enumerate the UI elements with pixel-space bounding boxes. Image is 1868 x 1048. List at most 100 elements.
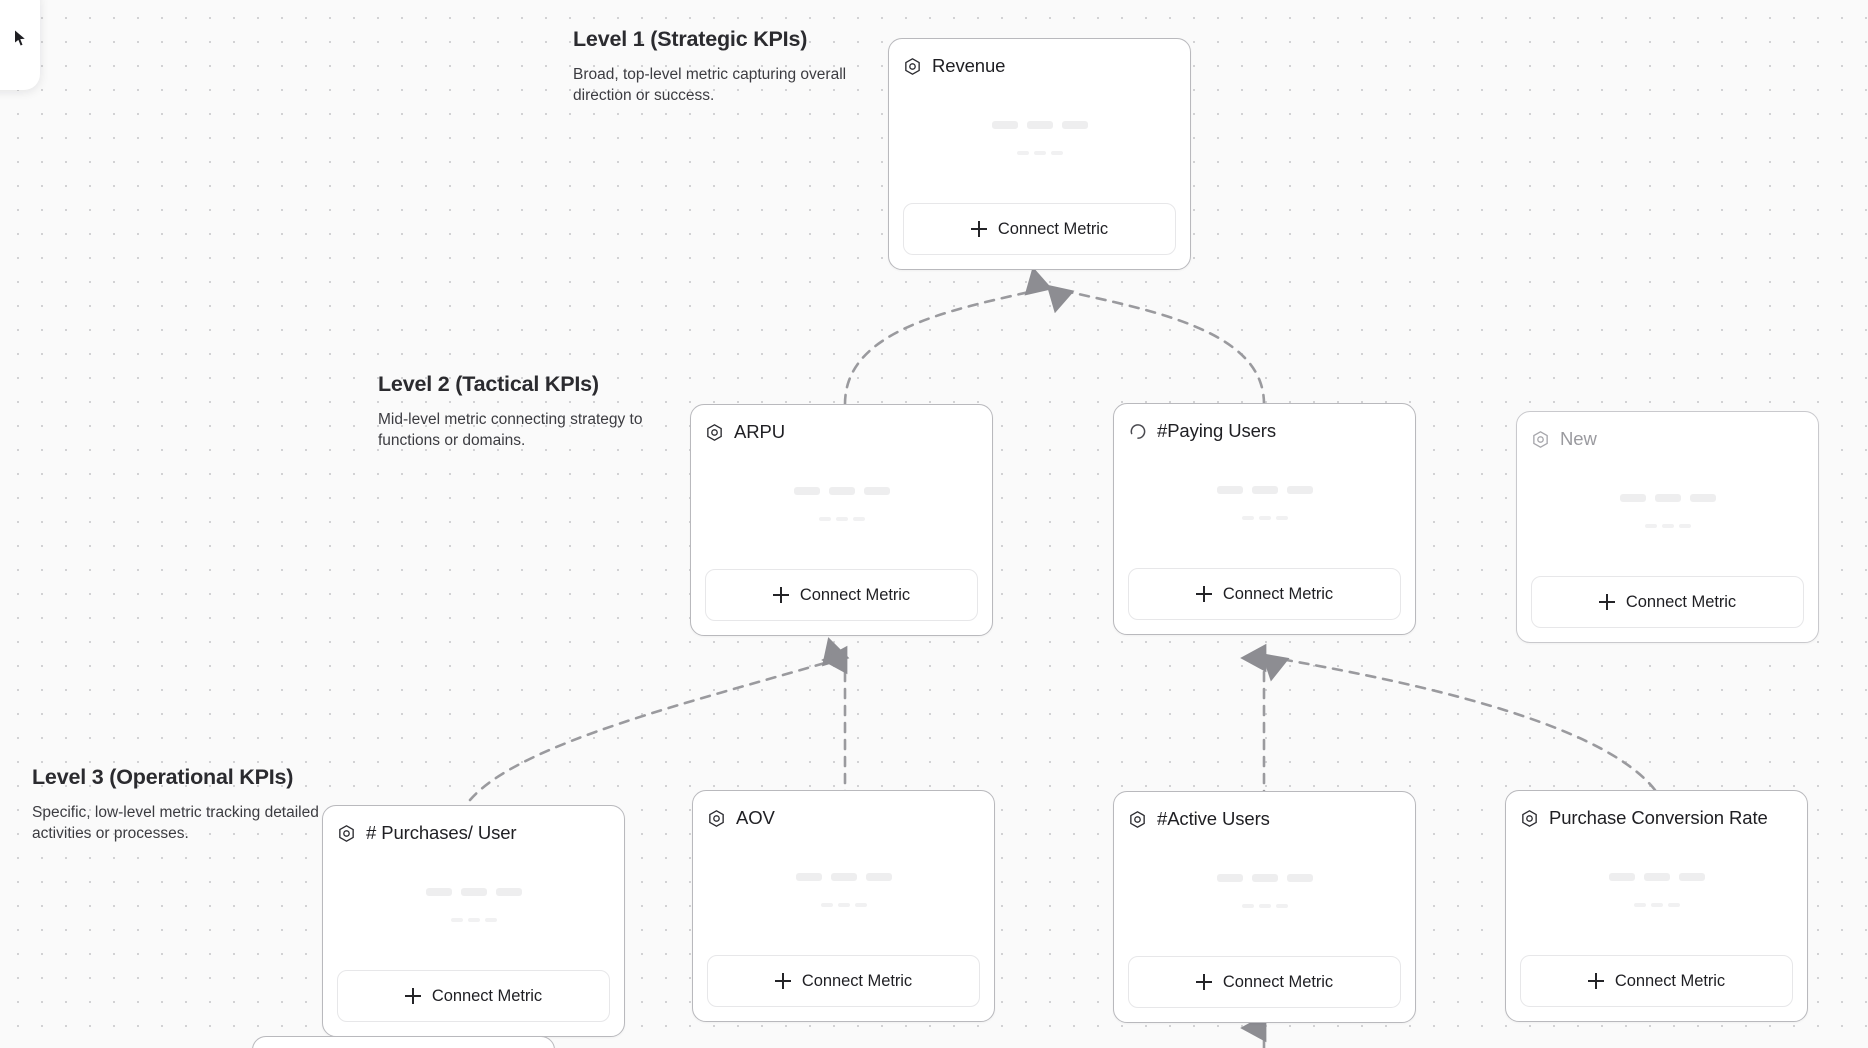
skeleton-row-secondary	[1241, 516, 1288, 520]
skeleton-bar	[828, 487, 855, 495]
metric-card-revenue[interactable]: Revenue Connect Metric	[888, 38, 1191, 270]
skeleton-bar	[1251, 874, 1278, 882]
skeleton-bar	[865, 873, 892, 881]
edge-convrate-to-paying-users	[1261, 653, 1657, 792]
plus-icon	[1587, 973, 1604, 989]
skeleton-bar	[1061, 121, 1088, 129]
metric-card-active-users[interactable]: #Active Users Connect Metric	[1113, 791, 1416, 1023]
metric-card-placeholder	[705, 445, 978, 569]
skeleton-row-primary	[991, 121, 1088, 129]
skeleton-bar	[1286, 486, 1313, 494]
connect-metric-button[interactable]: Connect Metric	[1128, 956, 1401, 1008]
skeleton-bar	[1258, 904, 1271, 908]
skeleton-row-primary	[795, 873, 892, 881]
skeleton-bar	[1654, 494, 1681, 502]
skeleton-row-secondary	[820, 903, 867, 907]
skeleton-bar	[1275, 904, 1288, 908]
connect-metric-button[interactable]: Connect Metric	[1520, 955, 1793, 1007]
connect-metric-label: Connect Metric	[1222, 584, 1334, 603]
skeleton-bar	[837, 903, 850, 907]
skeleton-bar	[425, 888, 452, 896]
metric-card-title: #Active Users	[1157, 808, 1270, 829]
metric-card-title: Purchase Conversion Rate	[1549, 807, 1768, 828]
skeleton-bar	[1241, 904, 1254, 908]
skeleton-bar	[852, 517, 865, 521]
skeleton-bar	[793, 487, 820, 495]
connect-metric-button[interactable]: Connect Metric	[337, 970, 610, 1022]
metric-card-header: Revenue	[903, 53, 1176, 79]
metric-card-placeholder	[707, 831, 980, 955]
skeleton-bar	[1275, 516, 1288, 520]
level-label-2: Level 2 (Tactical KPIs) Mid-level metric…	[378, 372, 678, 452]
metric-card-aov[interactable]: AOV Connect Metric	[692, 790, 995, 1022]
skeleton-bar	[1033, 151, 1046, 155]
skeleton-row-secondary	[818, 517, 865, 521]
skeleton-bar	[1216, 486, 1243, 494]
skeleton-bar	[460, 888, 487, 896]
skeleton-bar	[863, 487, 890, 495]
metric-card-placeholder	[1531, 452, 1804, 576]
skeleton-bar	[1050, 151, 1063, 155]
metric-card-arpu[interactable]: ARPU Connect Metric	[690, 404, 993, 636]
skeleton-bar	[450, 918, 463, 922]
metric-card-offscreen-bottom[interactable]	[252, 1036, 555, 1048]
skeleton-bar	[1026, 121, 1053, 129]
skeleton-row-secondary	[1633, 903, 1680, 907]
skeleton-bar	[1216, 874, 1243, 882]
metric-card-placeholder	[1520, 831, 1793, 955]
skeleton-bar	[830, 873, 857, 881]
metric-card-header: Purchase Conversion Rate	[1520, 805, 1793, 831]
metric-card-purchase-conversion-rate[interactable]: Purchase Conversion Rate Connect Metric	[1505, 790, 1808, 1022]
metric-card-header: #Active Users	[1128, 806, 1401, 832]
hexagon-metric-icon	[1533, 430, 1548, 448]
hexagon-metric-icon	[707, 423, 722, 441]
connect-metric-label: Connect Metric	[801, 971, 913, 990]
plus-icon	[970, 221, 987, 237]
connect-metric-label: Connect Metric	[1614, 971, 1726, 990]
skeleton-bar	[854, 903, 867, 907]
metric-card-purchases-per-user[interactable]: # Purchases/ User Connect Metric	[322, 805, 625, 1037]
connect-metric-button[interactable]: Connect Metric	[707, 955, 980, 1007]
skeleton-bar	[1286, 874, 1313, 882]
skeleton-bar	[835, 517, 848, 521]
connect-metric-button[interactable]: Connect Metric	[1531, 576, 1804, 628]
skeleton-bar	[1689, 494, 1716, 502]
connect-metric-label: Connect Metric	[799, 585, 911, 604]
skeleton-row-primary	[1608, 873, 1705, 881]
metric-card-new[interactable]: New Connect Metric	[1516, 411, 1819, 643]
skeleton-bar	[1258, 516, 1271, 520]
skeleton-bar	[1619, 494, 1646, 502]
level-2-description: Mid-level metric connecting strategy to …	[378, 411, 643, 450]
metric-card-placeholder	[1128, 832, 1401, 956]
skeleton-row-primary	[793, 487, 890, 495]
cursor-arrow-icon[interactable]	[12, 29, 30, 47]
plus-icon	[1195, 586, 1212, 602]
edge-arpu-to-revenue	[843, 266, 1053, 406]
hexagon-metric-icon	[1130, 810, 1145, 828]
metric-card-title: # Purchases/ User	[366, 822, 517, 843]
canvas-toolbar[interactable]	[0, 0, 40, 90]
metric-card-header: ARPU	[705, 419, 978, 445]
connect-metric-button[interactable]: Connect Metric	[903, 203, 1176, 255]
hexagon-metric-icon	[1522, 809, 1537, 827]
connect-metric-button[interactable]: Connect Metric	[1128, 568, 1401, 620]
metric-card-title: New	[1560, 428, 1597, 449]
level-3-description: Specific, low-level metric tracking deta…	[32, 804, 319, 843]
skeleton-bar	[1667, 903, 1680, 907]
connect-metric-button[interactable]: Connect Metric	[705, 569, 978, 621]
loading-spinner-icon	[1130, 423, 1146, 439]
skeleton-row-primary	[425, 888, 522, 896]
metric-card-paying-users[interactable]: #Paying Users Connect Metric	[1113, 403, 1416, 635]
metric-card-placeholder	[903, 79, 1176, 203]
level-1-title: Level 1 (Strategic KPIs)	[573, 27, 808, 51]
plus-icon	[774, 973, 791, 989]
skeleton-bar	[467, 918, 480, 922]
plus-icon	[404, 988, 421, 1004]
skeleton-bar	[1251, 486, 1278, 494]
skeleton-bar	[1633, 903, 1646, 907]
metric-card-title: #Paying Users	[1157, 420, 1277, 441]
skeleton-bar	[495, 888, 522, 896]
metric-card-placeholder	[1128, 444, 1401, 568]
skeleton-bar	[1643, 873, 1670, 881]
